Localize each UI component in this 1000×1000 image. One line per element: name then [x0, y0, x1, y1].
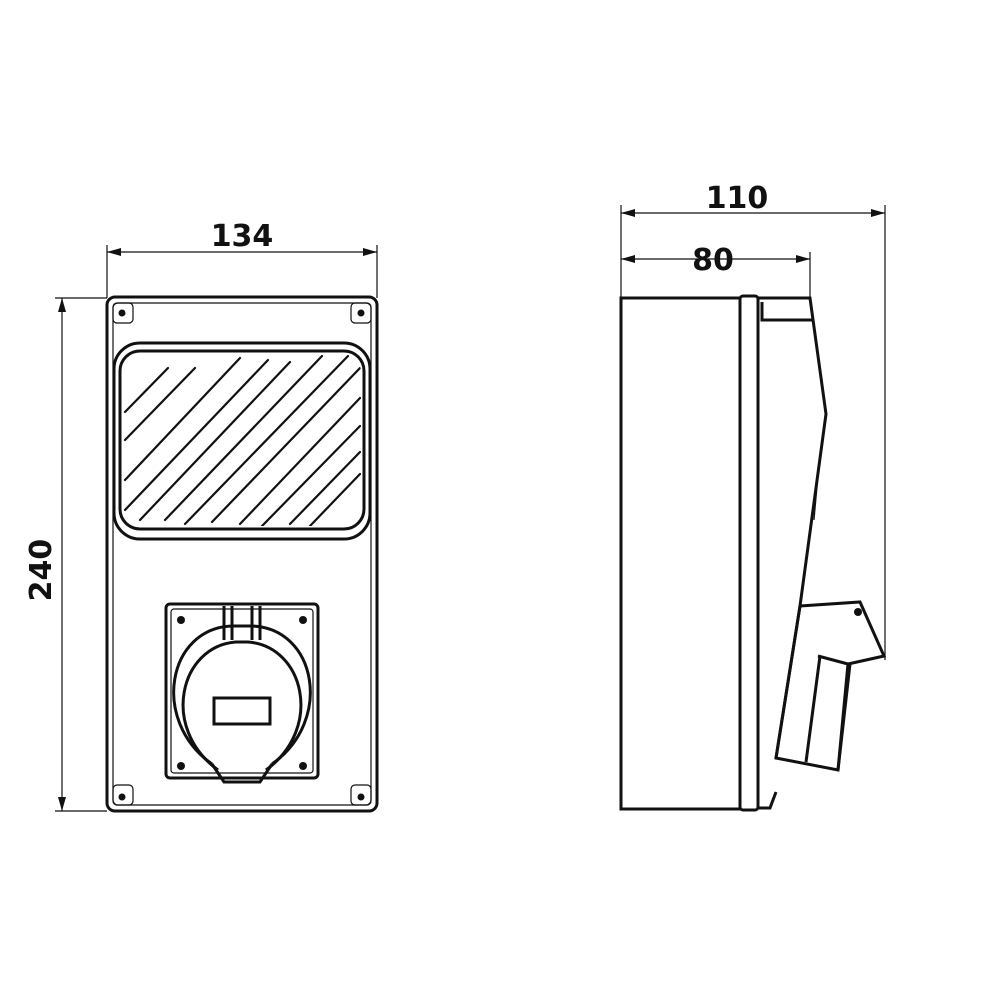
side-lid-rim: [738, 294, 760, 812]
dimension-side-body: 80: [621, 243, 811, 300]
front-width-label: 134: [211, 219, 274, 254]
side-lid-profile: [756, 296, 828, 810]
front-view: 134 240: [24, 219, 379, 813]
inspection-window: [112, 341, 372, 541]
corner-screws: [112, 302, 372, 806]
side-base-body: [619, 296, 742, 811]
side-body-label: 80: [692, 243, 734, 278]
side-total-label: 110: [706, 181, 769, 216]
dimension-side-total: 110: [620, 181, 886, 660]
dimension-front-width: 134: [106, 219, 378, 298]
enclosure-outline: [105, 295, 379, 813]
socket-label-slot: [212, 696, 272, 726]
window-glass-hatching: [123, 354, 361, 526]
enclosure-inner-edge: [112, 302, 372, 806]
dimension-front-height: 240: [24, 297, 107, 812]
socket-outlet: [164, 602, 320, 784]
side-socket: [774, 600, 887, 772]
side-view: 110 80: [619, 181, 887, 812]
front-height-label: 240: [24, 539, 59, 602]
